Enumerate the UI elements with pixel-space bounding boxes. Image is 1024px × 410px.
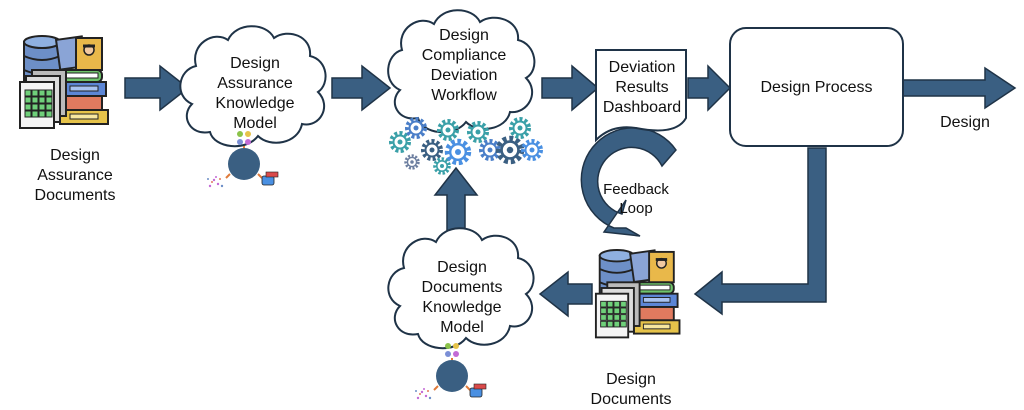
documents-stack-icon — [594, 248, 681, 339]
arrow-dashboard-to-process — [687, 64, 732, 112]
design-output-label: Design — [940, 114, 990, 131]
cloud-assurance-km — [179, 25, 327, 148]
arrow-process-to-design — [901, 66, 1017, 110]
arrow-docs-to-dkm — [538, 270, 593, 318]
design-process-box — [729, 27, 904, 147]
cloud-workflow — [387, 9, 536, 134]
design-assurance-knowledge-model-label: Design Assurance Knowledge Model — [215, 55, 295, 132]
documents-stack-icon — [18, 34, 110, 130]
cloud-documents-km — [387, 227, 535, 350]
deductive-knowledge-model-icon — [414, 342, 487, 401]
design-compliance-deviation-workflow-label: Design Compliance Deviation Workflow — [421, 27, 507, 104]
arrow-docs-to-akm — [124, 64, 190, 112]
design-documents-knowledge-model-label: Design Documents Knowledge Model — [421, 259, 503, 336]
feedback-loop-arrow — [580, 127, 677, 237]
design-documents-label: Design Documents — [590, 371, 672, 408]
design-process-label: Design Process — [760, 79, 873, 96]
feedback-loop-label: Feedback Loop — [603, 181, 669, 217]
gears-icon — [389, 117, 543, 175]
arrow-akm-to-workflow — [331, 64, 392, 112]
deviation-dashboard-shape — [595, 49, 687, 143]
deviation-results-dashboard-label: Deviation Results Dashboard — [602, 59, 682, 116]
arrow-process-to-docs — [693, 147, 827, 316]
arrow-workflow-to-dashboard — [541, 64, 600, 112]
design-assurance-documents-label: Design Assurance Documents — [34, 147, 116, 204]
flow-arrows — [124, 64, 1017, 318]
